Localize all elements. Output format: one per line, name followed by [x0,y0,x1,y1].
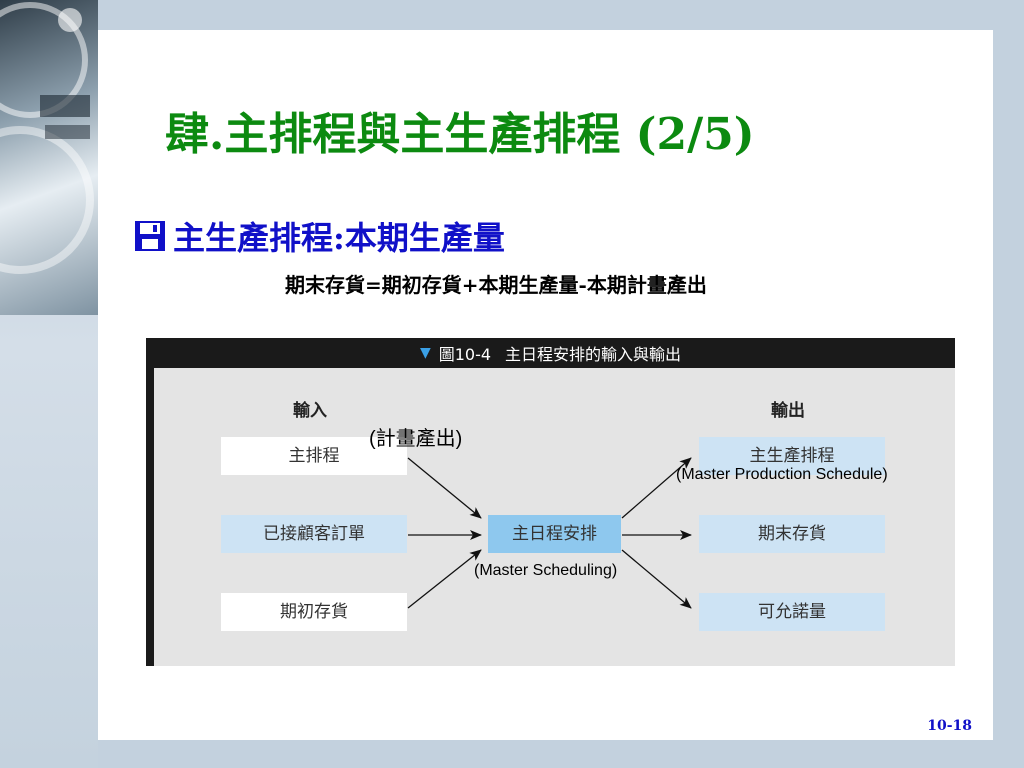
decorative-photo [0,0,98,315]
page-number: 10-18 [927,718,972,734]
center-box-master-scheduling: 主日程安排 [488,515,621,553]
inventory-formula: 期末存貨=期初存貨+本期生產量-本期計畫產出 [285,273,707,297]
floppy-disk-bullet-icon [135,221,165,251]
triangle-down-icon: ▼ [419,345,431,361]
figure-caption-title: 主日程安排的輸入與輸出 [505,345,682,364]
annotation-planned-output: (計畫產出) [369,428,463,450]
bullet-row: 主生產排程:本期生產量 [133,212,505,260]
right-decorative-band [993,30,1024,768]
input-heading: 輸入 [293,401,327,421]
input-box-customer-orders: 已接顧客訂單 [221,515,407,553]
figure-caption-number: 圖10-4 [438,345,492,364]
annotation-mps-english: (Master Production Schedule) [676,466,888,483]
arrow-center-to-atp [621,549,692,609]
annotation-ms-english: (Master Scheduling) [474,562,618,579]
output-box-ending-inventory: 期末存貨 [699,515,885,553]
bottom-decorative-band [98,740,1024,768]
input-box-master-schedule: 主排程 [221,437,407,475]
figure-caption-bar: ▼ 圖10-4 主日程安排的輸入與輸出 [146,338,955,368]
slide-title: 肆.主排程與主生產排程 (2/5) [165,109,755,160]
bullet-text: 主生產排程:本期生產量 [173,219,505,257]
arrow-inventory-to-center [407,549,482,609]
output-box-available-to-promise: 可允諾量 [699,593,885,631]
arrow-schedule-to-center [407,457,482,519]
flow-arrows [407,457,692,609]
input-box-beginning-inventory: 期初存貨 [221,593,407,631]
decorative-photo-shapes [0,2,94,274]
arrow-center-to-mps [621,457,692,519]
top-decorative-band [98,0,1024,30]
output-heading: 輸出 [771,401,805,421]
output-box-mps: 主生產排程 [699,437,885,475]
